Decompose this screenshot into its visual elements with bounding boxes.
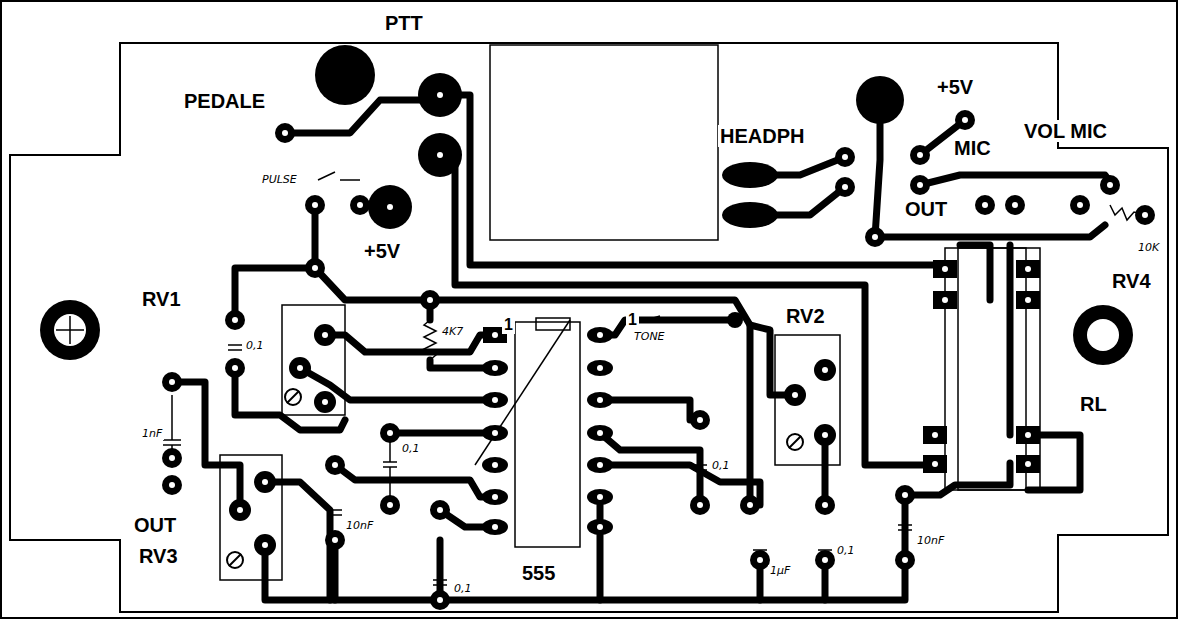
component-value: 4K7 [440,326,465,338]
part-label: 1 [626,311,639,329]
component-value: 0,1 [244,340,266,352]
part-label: PEDALE [182,90,267,112]
part-label: 555 [520,562,557,584]
component-value: 10nF [915,535,946,547]
component-value: 10nF [344,520,375,532]
part-label: RV3 [137,545,180,567]
board-outline [10,43,1168,612]
part-label: VOL MIC [1022,120,1109,142]
part-label: OUT [903,198,949,220]
part-label: RV2 [784,305,827,327]
component-value: 0,1 [710,460,732,472]
component-value: 1nF [140,428,164,440]
component-value: 0,1 [452,583,474,595]
cutout [490,45,718,240]
component-value: 1µF [768,565,792,577]
component-value: 0,1 [835,545,857,557]
component-value: PULSE [260,174,299,186]
part-label: 1 [502,316,515,334]
part-label: +5V [935,76,975,98]
part-label: PTT [383,12,425,34]
part-label: RL [1078,393,1109,415]
part-label: OUT [132,514,178,536]
part-label: +5V [362,240,402,262]
copper-track [172,95,1112,600]
part-label: HEADPH [718,125,806,147]
component-value: TONE [632,331,667,343]
part-label: RV1 [140,288,183,310]
part-label: MIC [952,137,993,159]
component-value: 10K [1136,242,1161,254]
pads [162,110,1155,610]
component-value: 0,1 [400,443,422,455]
part-label: RV4 [1110,270,1153,292]
